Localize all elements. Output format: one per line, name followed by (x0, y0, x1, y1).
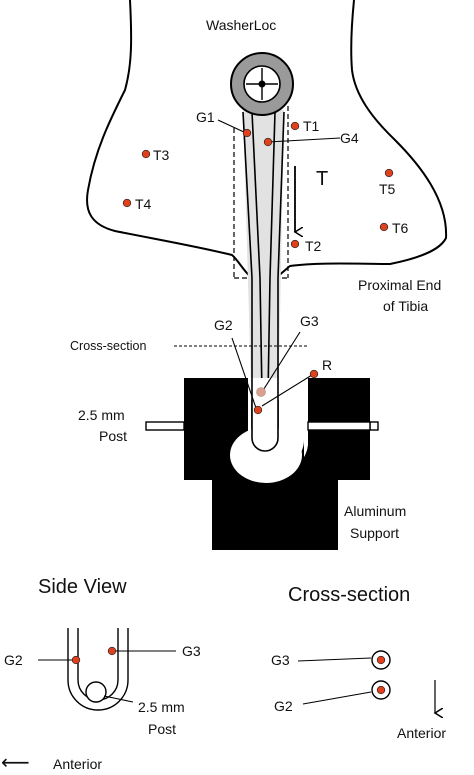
gauge-g3-faded (256, 387, 266, 397)
label-aluminum-2: Support (350, 525, 399, 541)
label-g1: G1 (196, 109, 215, 125)
label-post-1: 2.5 mm (78, 407, 125, 423)
label-proximal-2: of Tibia (383, 298, 428, 314)
cross-section-leaders (297, 657, 372, 705)
side-view-label-post-1: 2.5 mm (138, 699, 185, 715)
gauge-t4 (122, 198, 132, 208)
stem-lines (242, 111, 285, 440)
gauge-t6 (379, 222, 389, 232)
gauge-g4 (263, 137, 273, 147)
label-t6: T6 (392, 220, 409, 236)
label-t1: T1 (303, 118, 320, 134)
cross-section-label-g2: G2 (274, 698, 293, 714)
side-view-label-post-2: Post (148, 721, 176, 737)
label-r: R (322, 357, 332, 373)
gauge-g1 (242, 128, 252, 138)
gauge-g2 (253, 405, 263, 415)
gauge-t5 (384, 168, 394, 178)
label-t3: T3 (153, 147, 170, 163)
anterior-arrow-icon: ⟵ (1, 752, 30, 774)
gauge-dots (122, 121, 394, 415)
support-cup (228, 440, 304, 494)
side-view-g3-dot (107, 646, 117, 656)
side-view-label-anterior: Anterior (53, 756, 102, 772)
label-cross-section: Cross-section (70, 339, 146, 353)
cross-section-gauges (371, 650, 391, 700)
leader-lines (217, 119, 341, 409)
label-washerloc: WasherLoc (206, 17, 276, 33)
aluminum-support-block (184, 378, 370, 550)
label-t5: T5 (379, 181, 396, 197)
cross-section-title: Cross-section (288, 584, 410, 606)
side-view-stem (67, 628, 129, 711)
gauge-t2 (290, 239, 300, 249)
post-rod (145, 421, 379, 431)
gauge-t1 (290, 121, 300, 131)
washerloc-head (230, 52, 294, 116)
side-view-label-g2: G2 (4, 652, 23, 668)
gauge-r (309, 369, 319, 379)
stem-shaded-region (243, 110, 284, 420)
cross-section-label-anterior: Anterior (397, 725, 446, 741)
label-t4: T4 (135, 196, 152, 212)
side-view-leaders (38, 650, 176, 703)
gauge-t3 (141, 149, 151, 159)
cross-section-label-g3: G3 (271, 652, 290, 668)
label-t-arrow: T (316, 168, 328, 190)
label-g3: G3 (300, 313, 319, 329)
label-proximal-1: Proximal End (358, 277, 441, 293)
support-cup-white (230, 427, 302, 483)
label-post-2: Post (99, 428, 127, 444)
side-view-title: Side View (38, 576, 127, 598)
side-view-g2-dot (71, 655, 81, 665)
label-t2: T2 (305, 238, 322, 254)
side-view-label-g3: G3 (182, 643, 201, 659)
label-aluminum-1: Aluminum (344, 503, 406, 519)
label-g4: G4 (340, 130, 359, 146)
label-g2: G2 (214, 317, 233, 333)
